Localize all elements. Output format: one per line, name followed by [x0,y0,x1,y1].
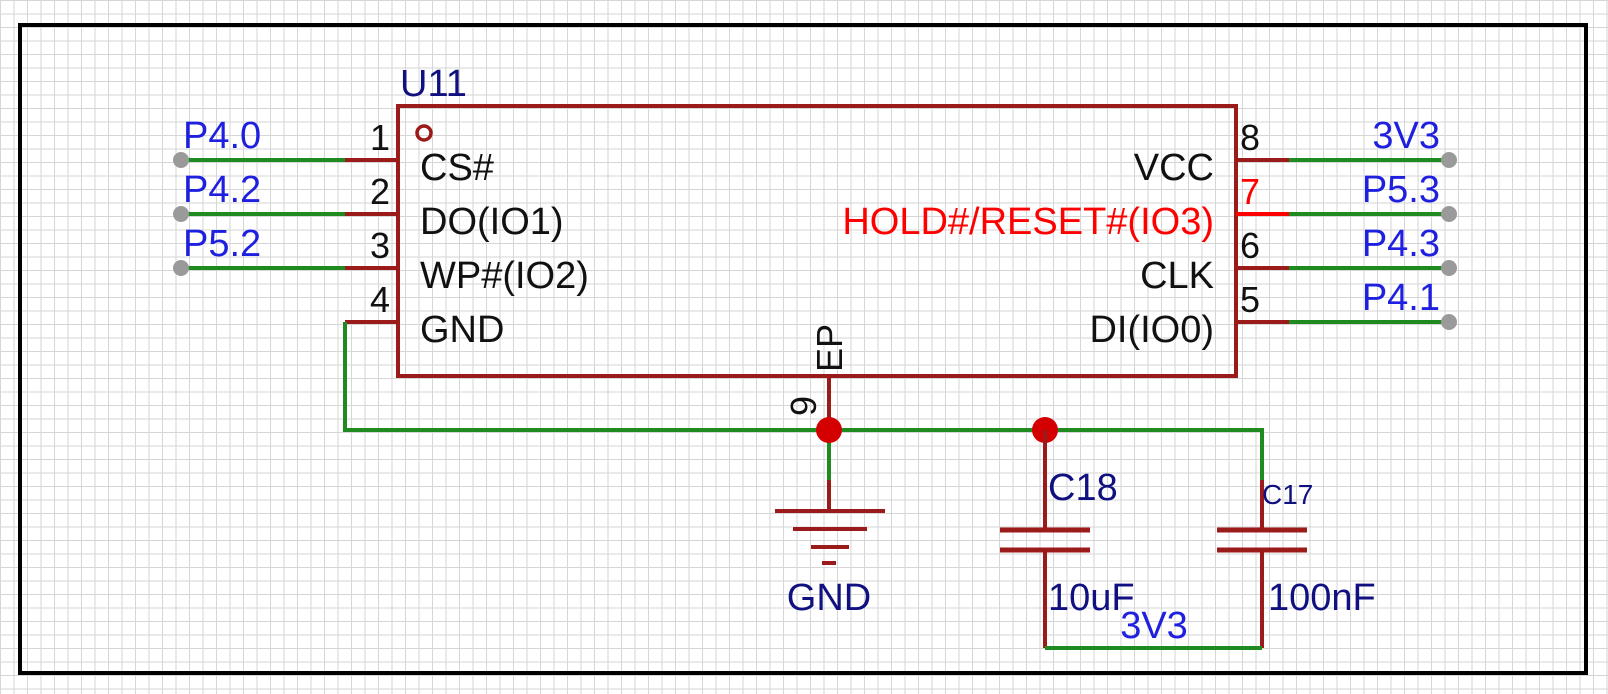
net-label: P5.2 [183,223,261,265]
capacitor-ref: C18 [1048,467,1118,509]
sheet-border [18,23,1588,675]
net-label: 3V3 [1120,605,1188,647]
pin-name: DO(IO1) [420,201,564,243]
pin-name: WP#(IO2) [420,255,589,297]
net-label: P4.1 [1362,277,1440,319]
pin-name: CLK [1140,255,1214,297]
component-ref: U11 [400,63,467,105]
net-label: P4.0 [183,115,261,157]
ground-bus-wire [343,322,1264,480]
net-label: P4.3 [1362,223,1440,265]
net-label: P4.2 [183,169,261,211]
ground-label: GND [787,577,871,619]
pin-name: GND [420,309,504,351]
pin-name: VCC [1134,147,1214,189]
pin-number: 4 [370,279,390,320]
capacitor-ref: C17 [1262,479,1313,510]
pin-number: 3 [370,225,390,266]
ic-body [396,104,1238,378]
net-label: 3V3 [1372,115,1440,157]
pin-number: 5 [1240,279,1260,320]
net-end [173,206,189,222]
pin-number: 8 [1240,117,1260,158]
net-end [173,260,189,276]
net-end [1441,152,1457,168]
capacitor-value: 100nF [1268,577,1376,619]
capacitor-value: 10uF [1048,577,1135,619]
pin-name: CS# [420,147,494,189]
pin-number: 2 [370,171,390,212]
pin-name-highlighted: HOLD#/RESET#(IO3) [842,201,1214,243]
pin-number: 1 [370,117,390,158]
pin-name: DI(IO0) [1089,309,1214,351]
junction-dot [816,417,842,443]
net-label: P5.3 [1362,169,1440,211]
pin-number: 6 [1240,225,1260,266]
net-end [1441,314,1457,330]
pin1-marker [415,124,433,142]
pin-name: EP [809,324,850,372]
pin-number: 7 [1240,171,1260,212]
net-end [1441,260,1457,276]
pin-number: 9 [783,396,824,416]
net-end [173,152,189,168]
net-end [1441,206,1457,222]
